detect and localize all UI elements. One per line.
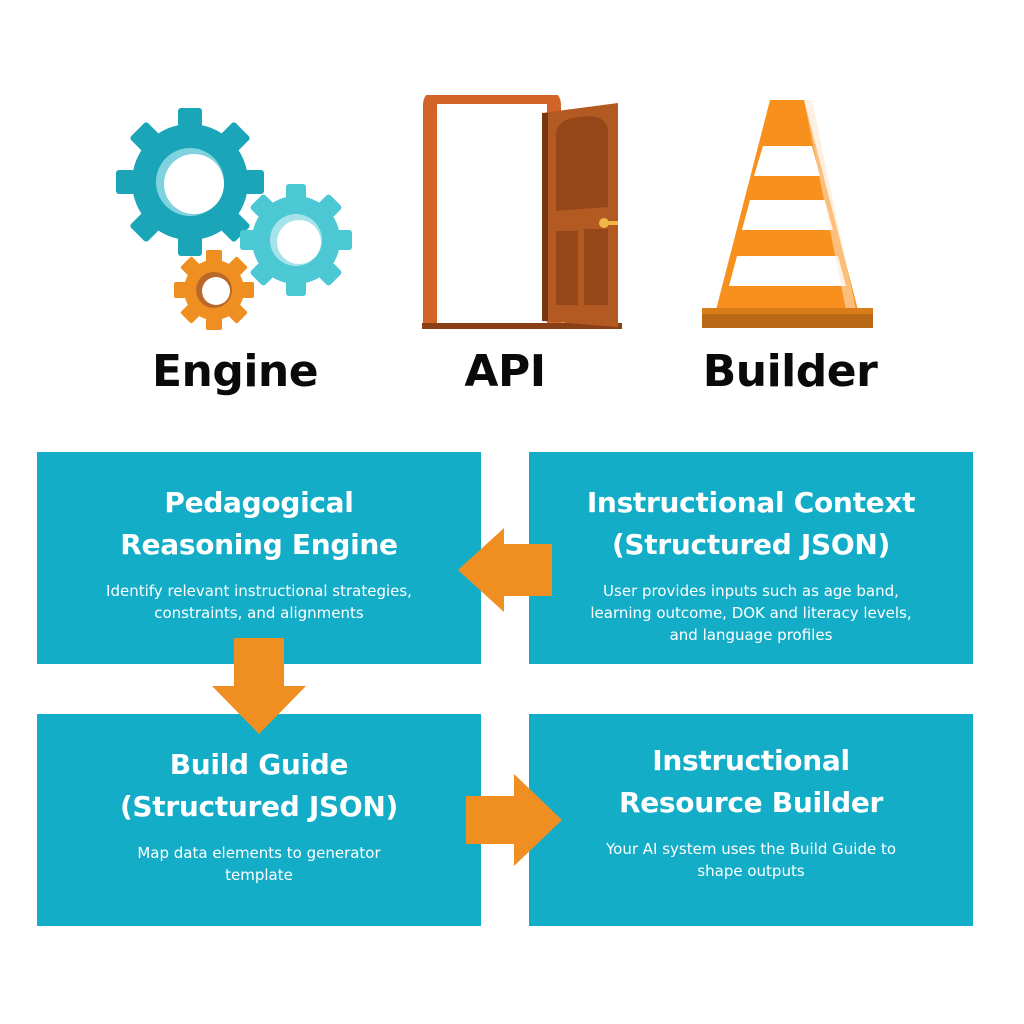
box-description: User provides inputs such as age band, l… [529, 580, 973, 646]
box-title: Pedagogical Reasoning Engine [37, 482, 481, 566]
box-title-line: Instructional Context [586, 486, 916, 519]
heading-builder: Builder [702, 346, 878, 397]
box-desc-line: Your AI system uses the Build Guide to [605, 840, 897, 858]
heading-engine: Engine [151, 346, 319, 397]
box-desc-line: Identify relevant instructional strategi… [106, 582, 412, 600]
box-desc-line: shape outputs [697, 862, 805, 880]
box-title-line: Instructional [652, 744, 850, 777]
arrow-down-icon [212, 638, 306, 734]
box-description: Your AI system uses the Build Guide to s… [529, 838, 973, 882]
build-guide-box: Build Guide (Structured JSON) Map data e… [37, 714, 481, 926]
arrow-left-icon [458, 528, 552, 612]
box-title-line: Reasoning Engine [120, 528, 398, 561]
box-title: Build Guide (Structured JSON) [37, 744, 481, 828]
heading-api: API [464, 346, 546, 397]
box-desc-line: template [225, 866, 293, 884]
traffic-cone-icon [700, 98, 875, 333]
box-title-line: Build Guide [169, 748, 349, 781]
box-title: Instructional Context (Structured JSON) [529, 482, 973, 566]
box-description: Identify relevant instructional strategi… [37, 580, 481, 624]
box-title-line: Resource Builder [618, 786, 884, 819]
arrow-right-icon [466, 774, 562, 866]
box-desc-line: and language profiles [669, 626, 833, 644]
door-icon [420, 90, 625, 335]
box-desc-line: learning outcome, DOK and literacy level… [590, 604, 912, 622]
box-description: Map data elements to generator template [37, 842, 481, 886]
box-title-line: (Structured JSON) [119, 790, 399, 823]
box-desc-line: constraints, and alignments [154, 604, 364, 622]
instructional-context-box: Instructional Context (Structured JSON) … [529, 452, 973, 664]
box-desc-line: Map data elements to generator [137, 844, 381, 862]
box-title-line: Pedagogical [164, 486, 354, 519]
box-desc-line: User provides inputs such as age band, [603, 582, 899, 600]
pedagogical-reasoning-engine-box: Pedagogical Reasoning Engine Identify re… [37, 452, 481, 664]
instructional-resource-builder-box: Instructional Resource Builder Your AI s… [529, 714, 973, 926]
box-title-line: (Structured JSON) [611, 528, 891, 561]
gears-icon [110, 100, 360, 330]
box-title: Instructional Resource Builder [529, 740, 973, 824]
